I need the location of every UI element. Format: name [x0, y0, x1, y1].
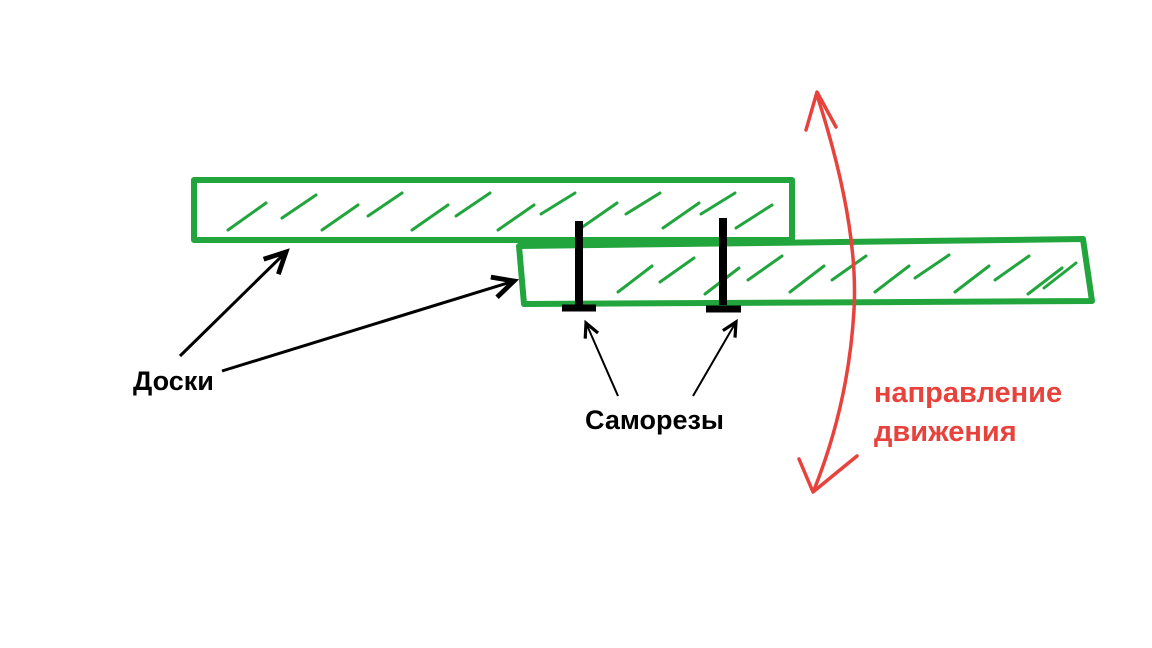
boards-label: Доски: [133, 366, 214, 396]
direction-label-line2: движения: [874, 416, 1017, 448]
lower-board-hatching: [616, 253, 1078, 296]
direction-arrow: [797, 90, 859, 494]
lower-board: [516, 236, 1095, 307]
screw-left: [562, 221, 596, 312]
direction-label-line1: направление: [874, 377, 1062, 409]
direction-arrowhead-top: [804, 90, 838, 132]
screws-arrow-right: [692, 318, 738, 397]
screw-right: [706, 218, 741, 313]
upper-board: [191, 177, 795, 243]
upper-board-hatching: [226, 191, 774, 232]
screws-arrow-left: [583, 319, 619, 397]
screws-label: Саморезы: [585, 405, 724, 435]
direction-arrowhead-bottom: [797, 454, 859, 494]
boards-arrow-lower: [221, 274, 520, 373]
boards-arrow-upper: [178, 248, 290, 358]
